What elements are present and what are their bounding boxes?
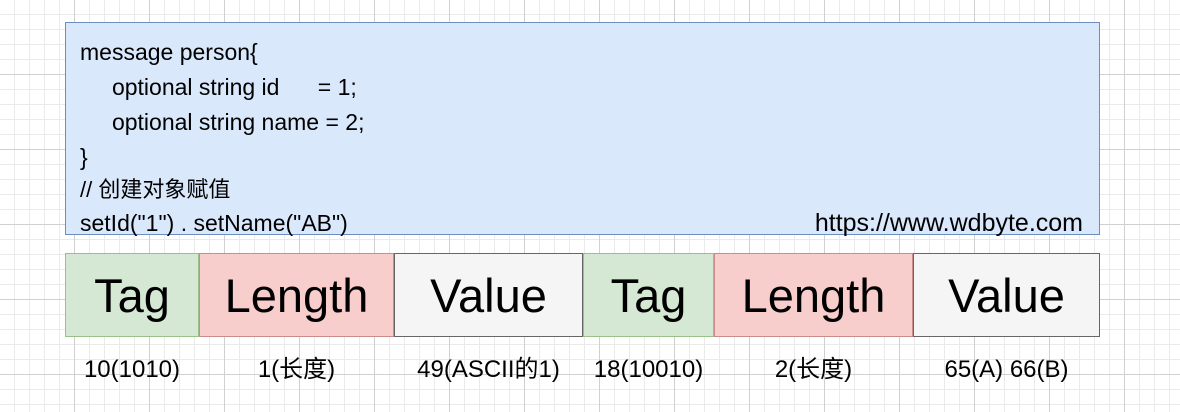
tlv-cell-label: Value [430,268,547,322]
tlv-annotation-3: 49(ASCII的1) [417,356,560,383]
tlv-cell-value-3: Value [394,253,583,337]
tlv-cell-length-2: Length [199,253,394,337]
tlv-annotation-5: 2(长度) [774,356,853,383]
code-line-message-person: message person{ [80,39,258,65]
code-line-optional-string-name: optional string name = 2; [80,109,365,135]
tlv-cell-label: Tag [94,268,170,322]
tlv-cell-tag-4: Tag [583,253,714,337]
code-line-comment: // 创建对象赋值 [80,177,231,202]
watermark-url: https://www.wdbyte.com [814,209,1083,237]
tlv-annotation-6: 65(A) 66(B) [944,356,1069,383]
tlv-cell-label: Length [741,268,886,322]
code-line-optional-string-id: optional string id = 1; [80,74,357,100]
tlv-annotation-4: 18(10010) [593,356,704,383]
tlv-annotation-1: 10(1010) [83,356,181,383]
tlv-cell-label: Value [948,268,1065,322]
tlv-cell-tag-1: Tag [65,253,199,337]
tlv-annotation-2: 1(长度) [257,356,336,383]
tlv-cell-value-6: Value [913,253,1100,337]
tlv-cell-label: Tag [610,268,687,322]
code-line-closing-brace: } [80,144,88,170]
tlv-cell-length-5: Length [714,253,913,337]
code-note-box: message person{ optional string id = 1; … [65,22,1100,237]
tlv-cell-label: Length [224,268,369,322]
code-line-setid-setname: setId("1") . setName("AB") [80,210,348,236]
tlv-byte-bar: Tag Length Value Tag Length Value [65,253,1100,337]
